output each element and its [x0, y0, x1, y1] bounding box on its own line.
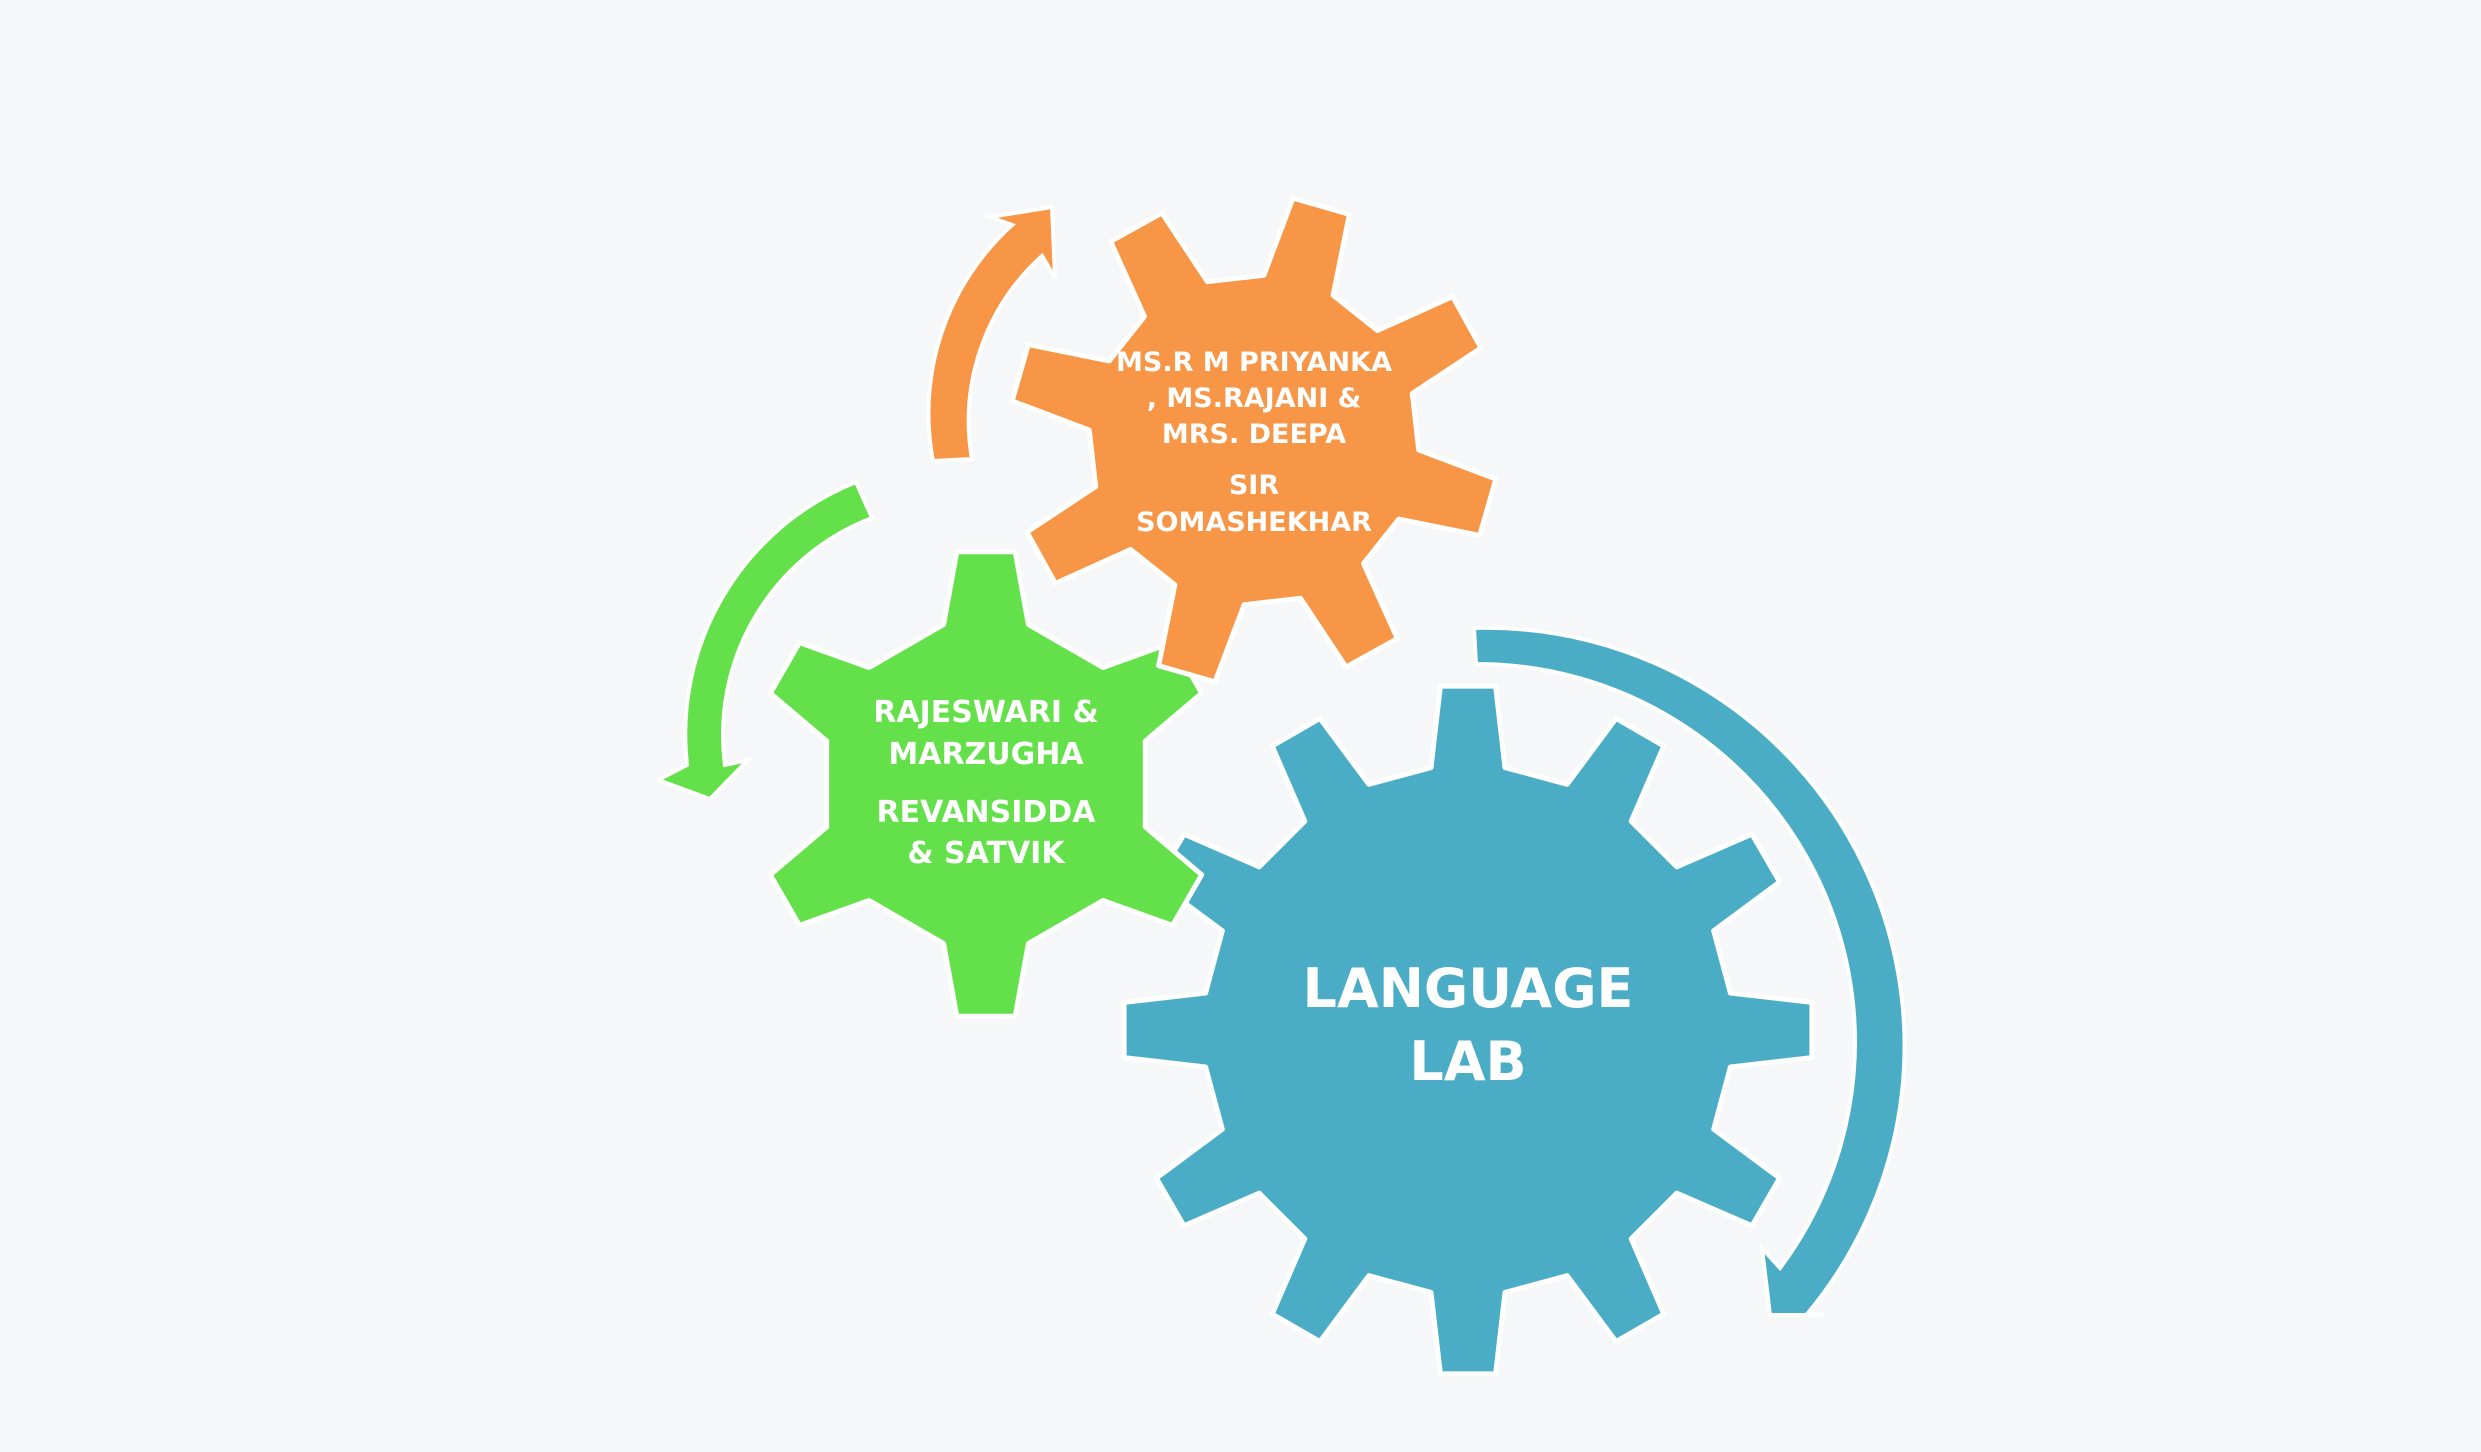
green-gear-text: RAJESWARI & MARZUGHA REVANSIDDA & SATVIK	[873, 695, 1098, 871]
orange-gear-title-line-3: MRS. DEEPA	[1162, 419, 1346, 450]
green-gear	[767, 549, 1205, 1019]
cycle-arrows	[653, 204, 1907, 1317]
blue-gear-title-line-2: LAB	[1409, 1030, 1526, 1093]
orange-gear	[1009, 195, 1499, 685]
orange-gear-title-line-2: , MS.RAJANI &	[1147, 383, 1361, 414]
orange-gear-sub-line-1: SIR	[1229, 470, 1279, 501]
green-gear-sub-line-1: REVANSIDDA	[877, 795, 1097, 830]
language-lab-gear	[1121, 683, 1815, 1377]
gears	[767, 195, 1815, 1377]
blue-gear-title-line-1: LANGUAGE	[1303, 957, 1634, 1020]
orange-gear-title-line-1: MS.R M PRIYANKA	[1116, 347, 1392, 378]
green-gear-title-line-2: MARZUGHA	[888, 737, 1084, 772]
green-gear-sub-line-2: & SATVIK	[907, 836, 1066, 871]
orange-gear-sub-line-2: SOMASHEKHAR	[1136, 507, 1372, 538]
orange-gear-text: MS.R M PRIYANKA , MS.RAJANI & MRS. DEEPA…	[1116, 347, 1392, 538]
blue-gear-text: LANGUAGE LAB	[1303, 957, 1634, 1093]
green-cycle-arrow	[653, 479, 875, 802]
green-gear-title-line-1: RAJESWARI &	[873, 695, 1098, 730]
orange-cycle-arrow	[926, 204, 1057, 464]
blue-cycle-arrow	[1471, 625, 1907, 1317]
